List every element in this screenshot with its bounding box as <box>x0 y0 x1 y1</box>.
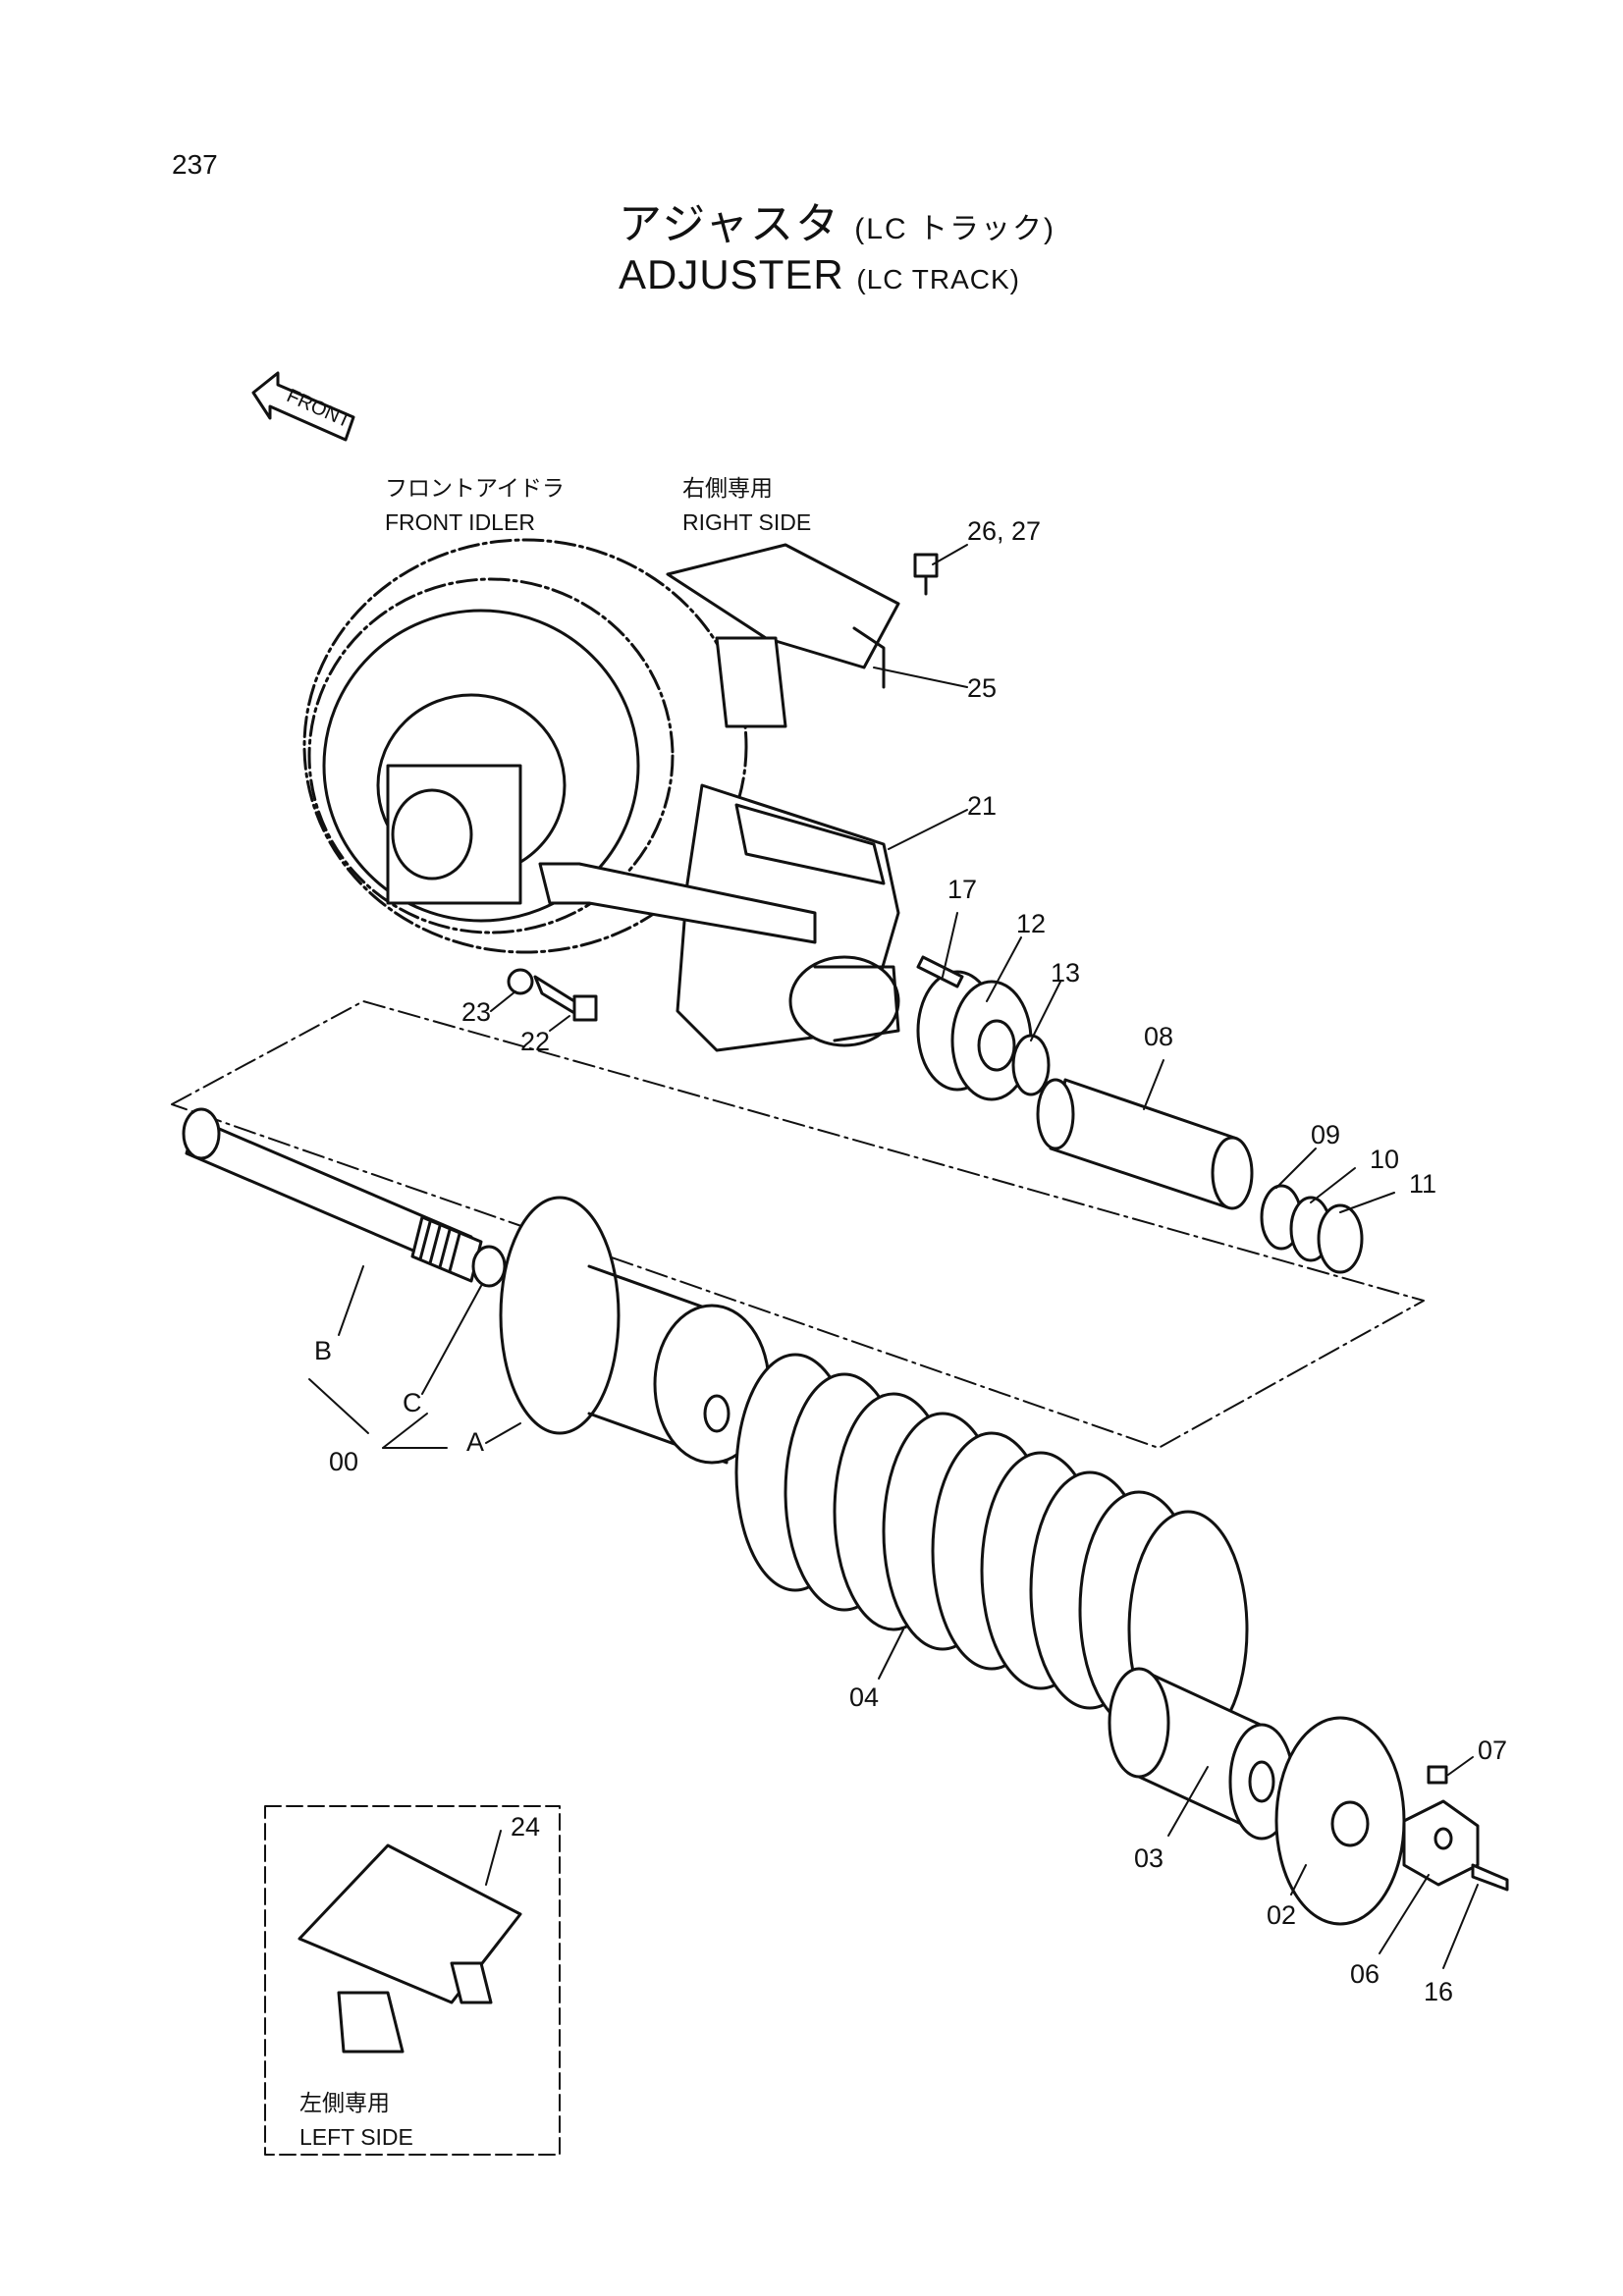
title-en-sub: (LC TRACK) <box>856 264 1020 294</box>
callout-17: 17 <box>947 875 977 904</box>
right-side-label-jp: 右側専用 <box>682 475 773 501</box>
right-side-label-en: RIGHT SIDE <box>682 509 811 535</box>
callout-03: 03 <box>1134 1843 1163 1873</box>
callout-06: 06 <box>1350 1959 1380 1989</box>
title-english: ADJUSTER (LC TRACK) <box>619 251 1020 298</box>
front-idler-wheel <box>302 538 748 954</box>
callout-23: 23 <box>461 997 491 1027</box>
right-side-guard <box>666 543 900 728</box>
washer-23-icon <box>507 968 534 995</box>
callout-26-27: 26, 27 <box>967 516 1041 546</box>
callout-10: 10 <box>1370 1145 1399 1174</box>
left-side-label-en: LEFT SIDE <box>299 2124 413 2150</box>
callout-11: 11 <box>1409 1169 1436 1199</box>
fitting-block-06-icon <box>1402 1799 1480 1887</box>
callout-22: 22 <box>520 1027 550 1056</box>
o-ring-13-icon <box>1011 1034 1051 1096</box>
idler-bracket <box>538 783 900 1052</box>
callout-00: 00 <box>329 1447 358 1476</box>
callout-07: 07 <box>1478 1735 1507 1765</box>
callout-09: 09 <box>1311 1120 1340 1149</box>
bolt-26-icon <box>913 553 939 578</box>
callout-02: 02 <box>1267 1900 1296 1930</box>
front-idler-label-jp: フロントアイドラ <box>385 475 565 501</box>
title-en-main: ADJUSTER <box>619 251 844 297</box>
left-side-guard <box>298 1843 522 2054</box>
callout-16: 16 <box>1424 1977 1453 2006</box>
nut-02-icon <box>1274 1716 1406 1926</box>
callout-12: 12 <box>1016 909 1046 938</box>
piston-08-icon <box>1049 1078 1239 1209</box>
callout-c: C <box>403 1388 422 1417</box>
callout-13: 13 <box>1051 958 1080 988</box>
title-japanese: アジャスタ (LC トラック) <box>619 188 1055 251</box>
page-number: 237 <box>172 149 218 180</box>
plug-07-icon <box>1427 1765 1448 1785</box>
callout-24: 24 <box>511 1812 540 1842</box>
callout-21: 21 <box>967 791 997 821</box>
front-arrow-icon: FRONT <box>251 371 355 442</box>
bolt-17-icon <box>916 955 964 988</box>
callout-04: 04 <box>849 1682 879 1712</box>
left-side-label-jp: 左側専用 <box>299 2090 390 2115</box>
left-side-inset <box>264 1805 561 2156</box>
cylinder-a <box>499 1196 771 1465</box>
title-jp-main: アジャスタ <box>619 200 841 248</box>
grease-fitting-16-icon <box>1471 1863 1509 1892</box>
ring-11-icon <box>1317 1203 1364 1274</box>
callout-a: A <box>466 1427 484 1457</box>
callout-08: 08 <box>1144 1022 1173 1051</box>
front-idler-label-en: FRONT IDLER <box>385 509 535 535</box>
callout-b: B <box>314 1336 332 1365</box>
bolt-22-icon <box>533 975 581 1018</box>
title-jp-sub: (LC トラック) <box>854 213 1055 245</box>
callout-25: 25 <box>967 673 997 703</box>
rod-b <box>182 1107 507 1288</box>
